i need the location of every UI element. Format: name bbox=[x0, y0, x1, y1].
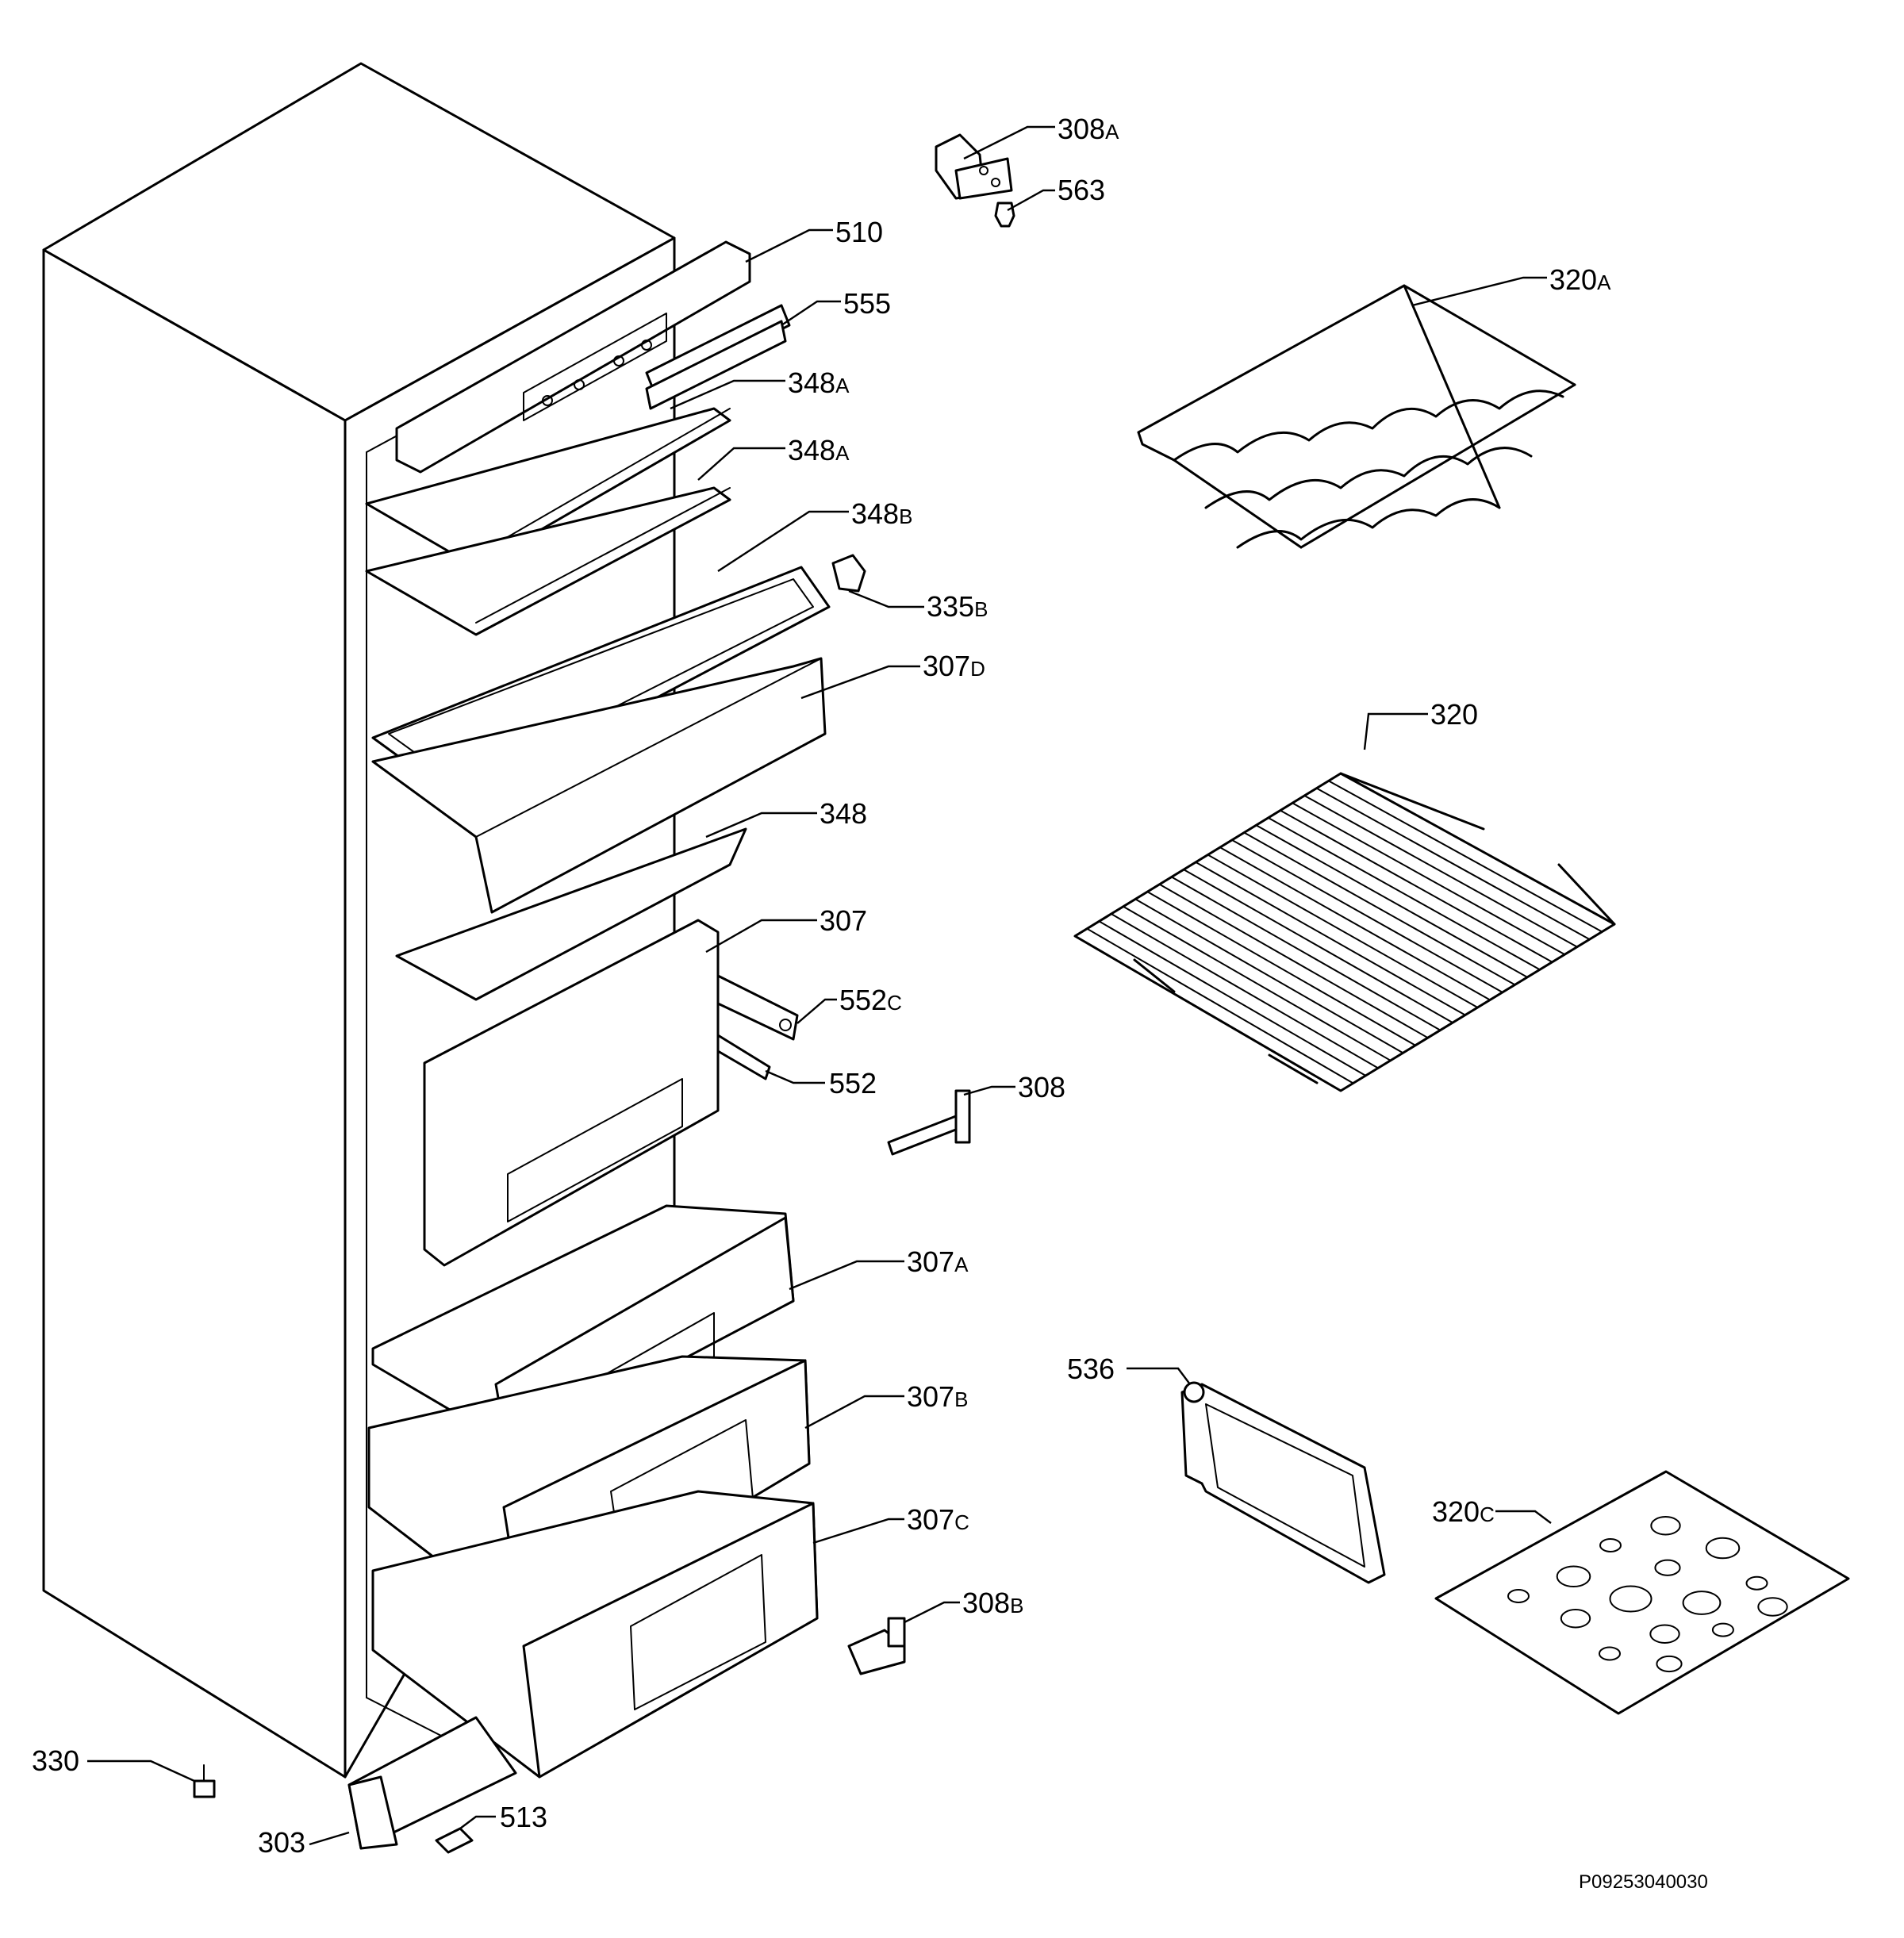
shelf-wire-rod bbox=[1122, 905, 1392, 1061]
part-320-wire-shelf bbox=[1073, 772, 1616, 1092]
plate-hole bbox=[1556, 1565, 1591, 1588]
shelf-wire-rod bbox=[1279, 809, 1553, 963]
shelf-wire-rod bbox=[1170, 876, 1441, 1031]
part-307D-bin bbox=[371, 657, 827, 914]
plate-hole bbox=[1654, 1559, 1681, 1576]
part-552C-hinge bbox=[716, 974, 799, 1041]
callout-320A: 320A bbox=[1549, 263, 1611, 296]
part-348A-glass-shelf-lower bbox=[365, 486, 731, 636]
callout-303: 303 bbox=[258, 1826, 305, 1859]
callout-348: 348 bbox=[820, 797, 867, 830]
callout-510: 510 bbox=[835, 216, 883, 248]
part-513-foot bbox=[435, 1827, 474, 1854]
callout-307A: 307A bbox=[907, 1245, 969, 1278]
callout-348B: 348B bbox=[851, 497, 912, 530]
plate-hole bbox=[1599, 1646, 1621, 1661]
part-308-hinge bbox=[887, 1089, 971, 1156]
part-536-divider bbox=[1180, 1381, 1386, 1584]
callout-308A: 308A bbox=[1058, 113, 1119, 145]
shelf-wire-rod bbox=[1183, 869, 1454, 1024]
part-320A-wine-rack bbox=[1137, 284, 1576, 549]
shelf-wire-rod bbox=[1243, 831, 1516, 986]
shelf-wire-rod bbox=[1327, 780, 1603, 933]
shelf-wire-rod bbox=[1255, 824, 1529, 978]
callout-320C: 320C bbox=[1432, 1495, 1495, 1528]
shelf-wire-rod bbox=[1230, 839, 1503, 993]
part-555-bracket bbox=[645, 304, 791, 410]
callout-552C: 552C bbox=[839, 984, 902, 1016]
part-510-control-panel bbox=[395, 240, 751, 474]
callout-348A-upper: 348A bbox=[788, 366, 850, 399]
shelf-wire-rod bbox=[1098, 920, 1367, 1076]
part-330-adjustable-foot bbox=[193, 1764, 216, 1798]
part-320C-plate bbox=[1434, 1470, 1850, 1715]
part-348-glass-shelf bbox=[395, 827, 747, 1001]
shelf-wire-rod bbox=[1292, 802, 1566, 956]
shelf-wire-rod bbox=[1315, 787, 1591, 941]
plate-hole bbox=[1656, 1655, 1683, 1673]
plate-hole bbox=[1711, 1622, 1734, 1637]
callout-552: 552 bbox=[829, 1067, 877, 1099]
callout-335B: 335B bbox=[927, 590, 988, 623]
part-335B-clip bbox=[831, 554, 866, 593]
shelf-wire-rod bbox=[1158, 883, 1429, 1039]
plate-hole bbox=[1682, 1591, 1722, 1615]
part-308A-hinge bbox=[935, 133, 1013, 200]
plate-hole bbox=[1599, 1538, 1622, 1552]
shelf-wire-rod bbox=[1110, 913, 1380, 1069]
shelf-wire-rod bbox=[1267, 816, 1541, 971]
callout-308B: 308B bbox=[962, 1587, 1023, 1619]
callout-563: 563 bbox=[1058, 174, 1105, 206]
plate-hole bbox=[1705, 1537, 1741, 1560]
shelf-wire-rod bbox=[1207, 854, 1479, 1008]
callout-307: 307 bbox=[820, 904, 867, 937]
part-307-door-flap bbox=[423, 919, 720, 1267]
shelf-wire-rod bbox=[1146, 891, 1417, 1046]
part-552-hinge bbox=[716, 1034, 771, 1080]
drawing-code: P09253040030 bbox=[1579, 1871, 1708, 1893]
callout-320: 320 bbox=[1430, 698, 1478, 731]
plate-hole bbox=[1757, 1597, 1788, 1617]
callout-307B: 307B bbox=[907, 1380, 968, 1413]
shelf-wire-rod bbox=[1219, 846, 1491, 1001]
part-307C-drawer bbox=[371, 1490, 819, 1779]
shelf-wire-rod bbox=[1195, 861, 1466, 1016]
callout-555: 555 bbox=[843, 287, 891, 320]
callout-308: 308 bbox=[1018, 1071, 1065, 1103]
plate-hole bbox=[1560, 1609, 1591, 1629]
part-563-pin bbox=[994, 201, 1015, 228]
shelf-wire-rod bbox=[1134, 898, 1404, 1054]
shelf-wire-rod bbox=[1086, 927, 1354, 1084]
callout-513: 513 bbox=[500, 1801, 547, 1833]
plate-hole bbox=[1649, 1624, 1680, 1644]
part-303-plinth bbox=[347, 1716, 517, 1850]
plate-hole bbox=[1609, 1585, 1653, 1613]
callout-536: 536 bbox=[1067, 1353, 1115, 1385]
callout-307D: 307D bbox=[923, 650, 985, 682]
plate-hole bbox=[1507, 1589, 1530, 1603]
callout-labels: 308A 563 510 555 320A 348A 348A 348B 335… bbox=[32, 113, 1611, 1859]
callout-330: 330 bbox=[32, 1744, 79, 1777]
callout-348A-lower: 348A bbox=[788, 434, 850, 466]
leader-lines bbox=[87, 125, 1552, 1846]
plate-hole bbox=[1745, 1575, 1768, 1591]
shelf-wire-rod bbox=[1303, 794, 1578, 948]
callout-307C: 307C bbox=[907, 1503, 969, 1536]
part-308B-hinge bbox=[847, 1617, 906, 1675]
plate-hole bbox=[1650, 1516, 1681, 1536]
